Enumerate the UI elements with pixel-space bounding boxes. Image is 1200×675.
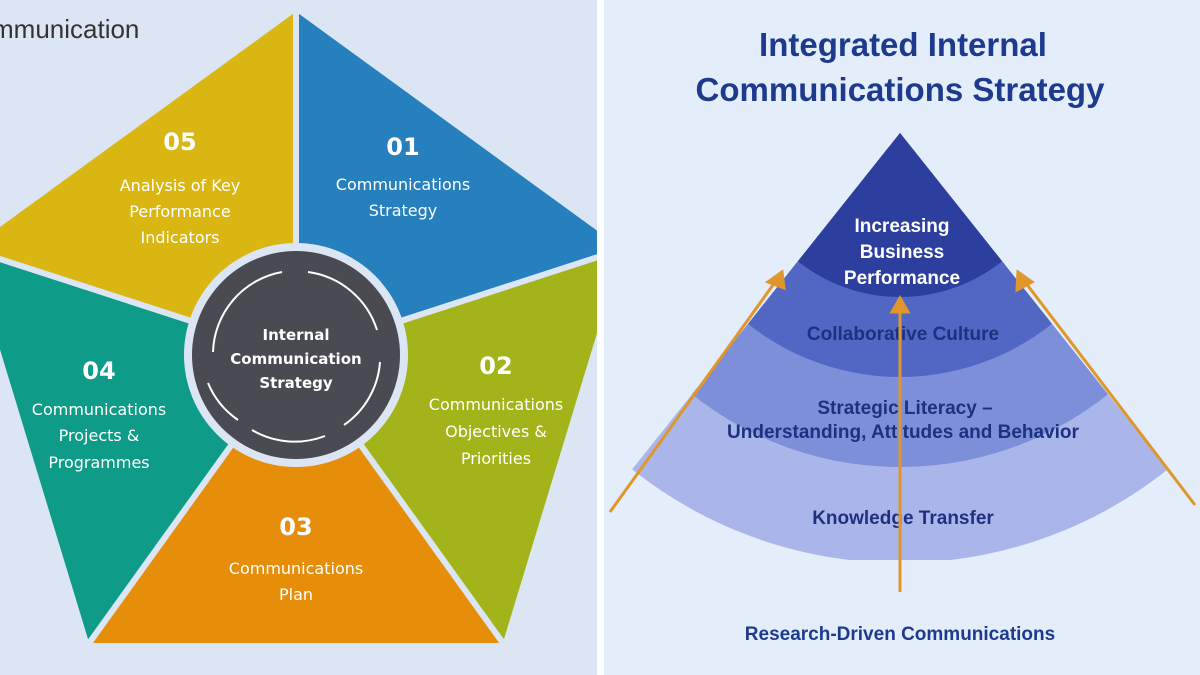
center-line-2: Communication	[230, 350, 361, 368]
svg-text:Objectives &: Objectives &	[445, 422, 547, 441]
top-line-2: Business	[860, 242, 944, 263]
svg-text:Projects &: Projects &	[59, 426, 140, 445]
arrows	[608, 269, 1197, 592]
heading-fragment: mmunication	[0, 14, 139, 44]
segment-02-label: 02 Communications Objectives & Prioritie…	[429, 352, 563, 468]
cycle-arrows-icon	[207, 271, 381, 443]
right-panel: Integrated Internal Communications Strat…	[560, 0, 1200, 675]
left-arrow-icon	[608, 277, 780, 513]
svg-text:Plan: Plan	[279, 585, 313, 604]
svg-text:Communications: Communications	[429, 395, 563, 414]
svg-text:Programmes: Programmes	[48, 453, 149, 472]
svg-text:04: 04	[82, 357, 115, 385]
svg-text:Communications: Communications	[336, 175, 470, 194]
right-arrowhead-icon	[1015, 269, 1035, 293]
svg-text:03: 03	[279, 513, 312, 541]
svg-text:Communications: Communications	[32, 400, 166, 419]
svg-text:Priorities: Priorities	[461, 449, 531, 468]
title-line-2: Communications Strategy	[696, 71, 1106, 108]
svg-text:Indicators: Indicators	[140, 228, 219, 247]
svg-text:02: 02	[479, 352, 512, 380]
third-line-1: Strategic Literacy –	[817, 398, 992, 419]
left-panel: mmunication Internal Communication Strat…	[0, 0, 597, 675]
title-line-1: Integrated Internal	[759, 26, 1047, 63]
right-arrow-icon	[1020, 277, 1197, 506]
top-line-1: Increasing	[854, 216, 949, 237]
svg-text:Communications: Communications	[229, 559, 363, 578]
segment-04-label: 04 Communications Projects & Programmes	[32, 357, 166, 472]
segment-01-label: 01 Communications Strategy	[336, 133, 470, 220]
svg-text:05: 05	[163, 128, 196, 156]
left-arrowhead-icon	[764, 269, 786, 291]
segment-03-label: 03 Communications Plan	[229, 513, 363, 604]
top-line-3: Performance	[844, 268, 960, 289]
footer-label: Research-Driven Communications	[745, 624, 1055, 645]
base-label: Knowledge Transfer	[812, 508, 994, 529]
center-circle	[192, 251, 400, 459]
second-label: Collaborative Culture	[807, 324, 999, 345]
center-arrowhead-icon	[889, 294, 911, 314]
svg-text:01: 01	[386, 133, 419, 161]
center-line-1: Internal	[263, 326, 330, 344]
segment-05-label: 05 Analysis of Key Performance Indicator…	[120, 128, 241, 247]
svg-text:Performance: Performance	[129, 202, 230, 221]
segment-05	[0, 5, 299, 358]
third-line-2: Understanding, Attitudes and Behavior	[727, 422, 1079, 443]
svg-text:Analysis of Key: Analysis of Key	[120, 176, 241, 195]
svg-text:Strategy: Strategy	[369, 201, 438, 220]
center-line-3: Strategy	[259, 374, 333, 392]
